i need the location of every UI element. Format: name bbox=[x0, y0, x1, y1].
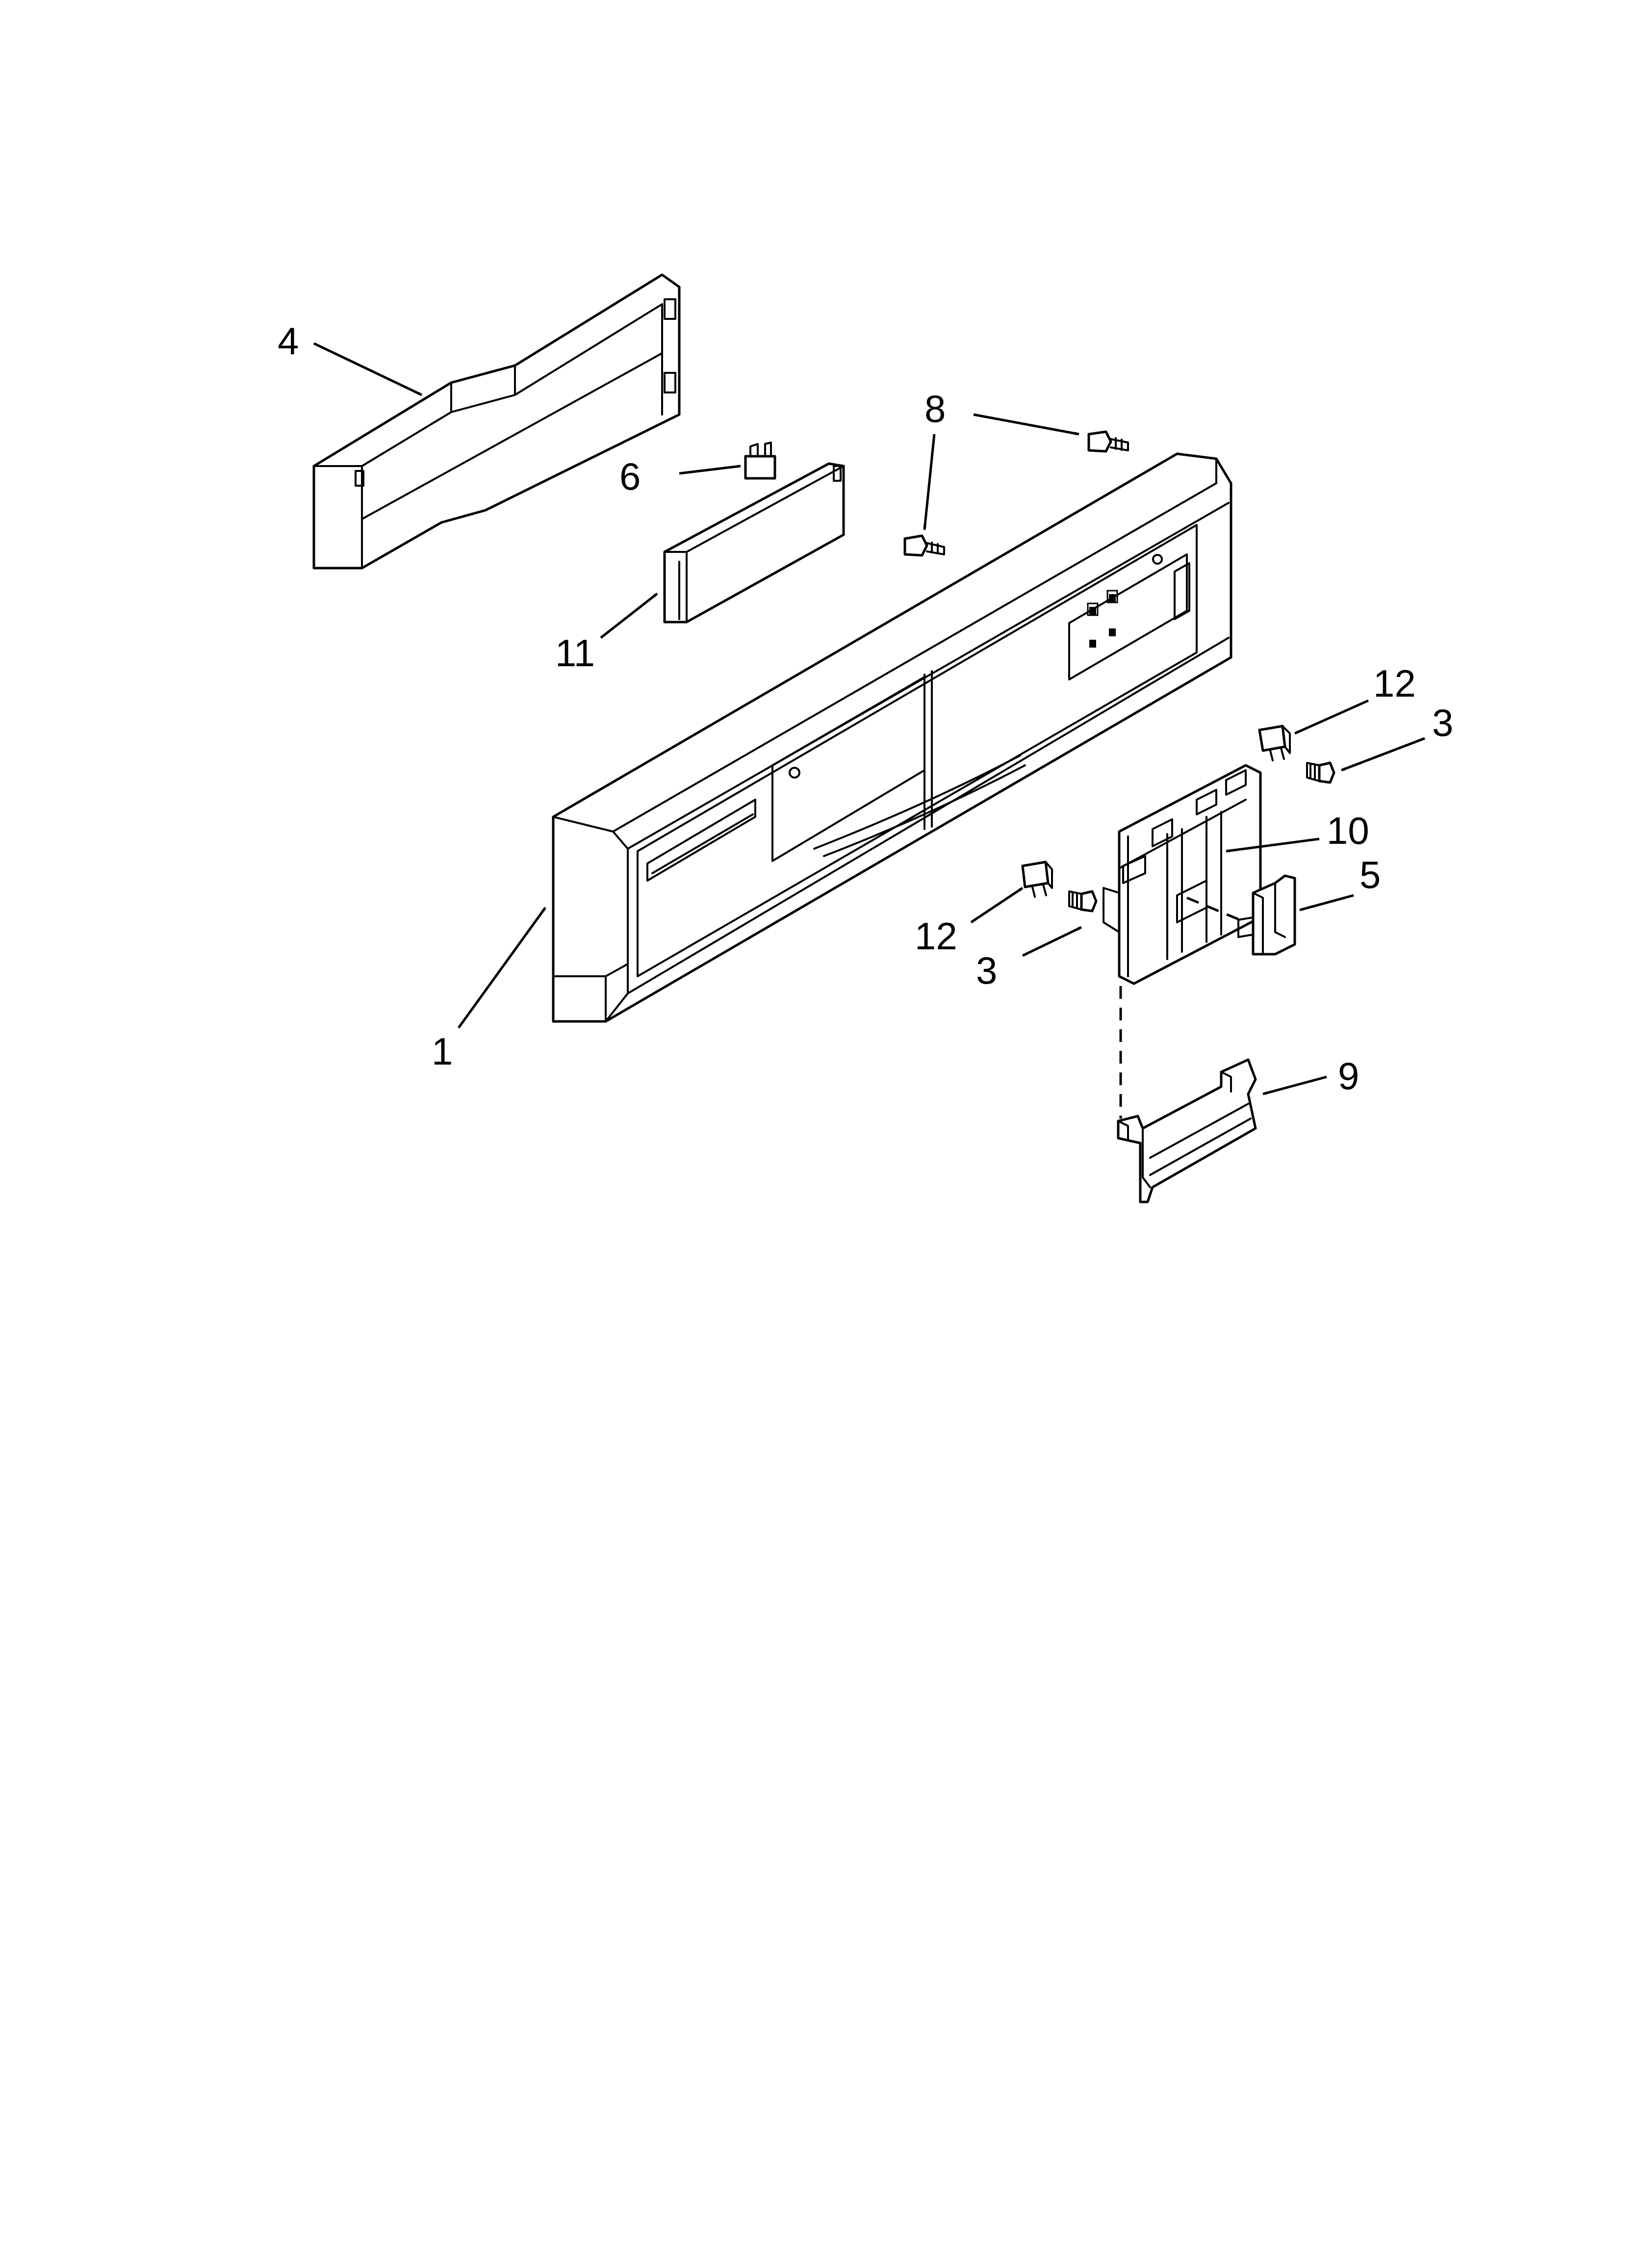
part-9-bracket bbox=[1117, 1058, 1257, 1203]
part-8-screw-upper bbox=[1087, 430, 1129, 453]
callout-10: 10 bbox=[1327, 809, 1369, 852]
leader-10 bbox=[1226, 837, 1320, 853]
leader-12-lower bbox=[970, 886, 1024, 924]
part-1-control-panel bbox=[552, 452, 1232, 1023]
callout-12-lower: 12 bbox=[915, 914, 957, 958]
part-4-panel-cover bbox=[312, 273, 681, 570]
leader-3-lower bbox=[1022, 926, 1082, 957]
leader-8-upper bbox=[973, 413, 1079, 436]
part-5-clip bbox=[1237, 874, 1296, 956]
callout-11: 11 bbox=[555, 631, 595, 675]
callout-1: 1 bbox=[432, 1030, 453, 1073]
callout-4: 4 bbox=[278, 319, 299, 363]
part-3-screw-lower bbox=[1068, 890, 1098, 912]
part-8-screw-lower bbox=[903, 534, 945, 557]
leader-11 bbox=[600, 593, 658, 639]
part-10-bracket bbox=[1103, 764, 1262, 985]
assembly-line-10-5 bbox=[1186, 896, 1246, 924]
leader-9 bbox=[1262, 1075, 1327, 1095]
leader-3-upper bbox=[1341, 737, 1425, 772]
callout-labels: 4 6 11 8 12 3 10 5 12 3 9 1 bbox=[278, 319, 1453, 1097]
callout-3-lower: 3 bbox=[976, 949, 997, 992]
leader-1 bbox=[457, 907, 547, 1029]
part-6-clip bbox=[744, 442, 776, 480]
callout-8: 8 bbox=[924, 387, 946, 430]
part-11-module-box bbox=[663, 462, 845, 624]
leader-4 bbox=[313, 342, 423, 396]
leader-12-upper bbox=[1294, 699, 1369, 735]
callout-12-upper: 12 bbox=[1373, 662, 1416, 705]
callout-6: 6 bbox=[619, 455, 641, 498]
callout-5: 5 bbox=[1360, 853, 1381, 896]
part-12-clip-upper bbox=[1258, 725, 1291, 761]
callout-3-upper: 3 bbox=[1432, 701, 1453, 744]
leader-lines bbox=[313, 342, 1425, 1095]
callout-9: 9 bbox=[1338, 1054, 1359, 1097]
leader-5 bbox=[1299, 894, 1354, 912]
part-12-clip-lower bbox=[1021, 860, 1053, 898]
part-3-screw-upper bbox=[1306, 761, 1335, 784]
leader-6 bbox=[679, 465, 741, 475]
leader-8-lower bbox=[923, 434, 936, 530]
